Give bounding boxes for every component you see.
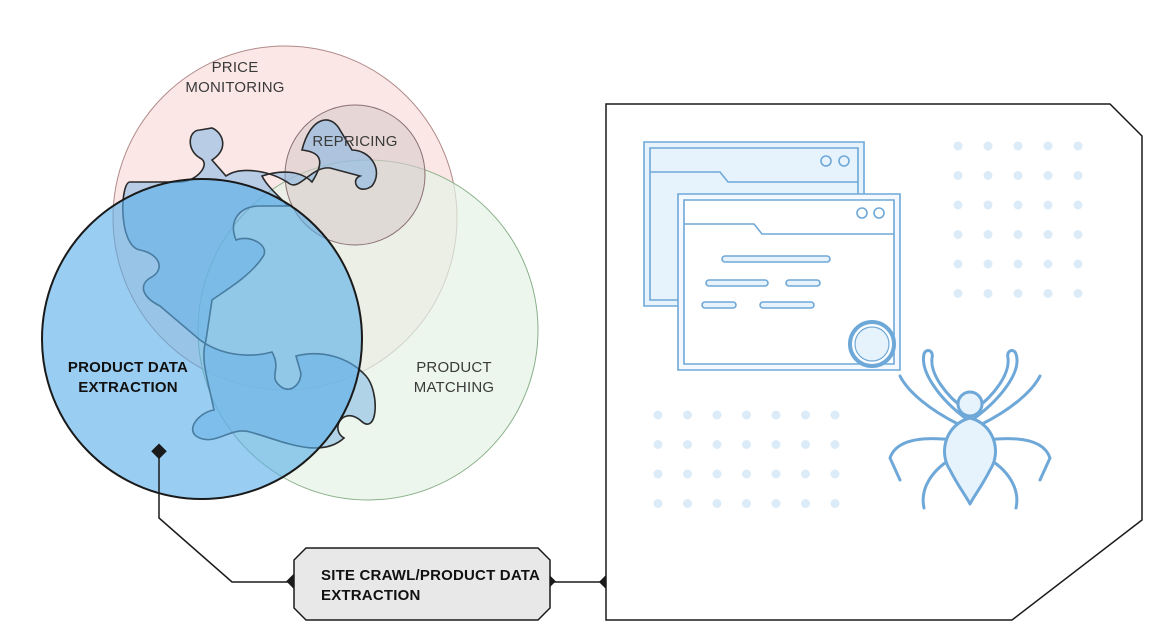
grid-dot	[953, 171, 963, 180]
label-line: SITE CRAWL/PRODUCT DATA	[321, 567, 541, 584]
spider-icon	[888, 349, 1052, 510]
label-site-crawl: SITE CRAWL/PRODUCT DATA EXTRACTION	[321, 566, 541, 606]
label-line: EXTRACTION	[321, 587, 421, 604]
grid-dot	[830, 469, 840, 479]
grid-dot	[1073, 289, 1083, 298]
label-line: MONITORING	[185, 79, 285, 96]
grid-dot	[1013, 259, 1023, 269]
label-product-matching: PRODUCT MATCHING	[394, 358, 514, 398]
grid-dot	[1013, 200, 1023, 210]
grid-dot	[1043, 230, 1053, 239]
grid-dot	[683, 410, 692, 420]
label-product-data-extraction: PRODUCT DATA EXTRACTION	[58, 358, 198, 398]
grid-dot	[712, 410, 722, 420]
grid-dot	[683, 469, 692, 479]
grid-dot	[983, 230, 993, 239]
grid-dot	[801, 440, 810, 449]
connector-diamond-start	[151, 443, 167, 460]
label-line: MATCHING	[413, 379, 495, 396]
grid-dot	[1043, 171, 1053, 180]
dot-grid-icon	[653, 141, 1083, 508]
product-data-extraction-circle	[41, 178, 363, 500]
grid-dot	[771, 440, 781, 449]
search-magnifier-icon	[848, 320, 896, 368]
connector-line	[158, 452, 294, 583]
grid-dot	[983, 289, 993, 298]
grid-dot	[771, 499, 781, 508]
grid-dot	[983, 200, 993, 210]
grid-dot	[1013, 230, 1023, 239]
grid-dot	[742, 410, 751, 420]
grid-dot	[683, 499, 692, 508]
grid-dot	[712, 469, 722, 479]
grid-dot	[830, 440, 840, 449]
grid-dot	[1013, 289, 1023, 298]
grid-dot	[742, 440, 751, 449]
grid-dot	[653, 469, 663, 479]
grid-dot	[1013, 141, 1023, 151]
grid-dot	[742, 499, 751, 508]
grid-dot	[1043, 259, 1053, 269]
grid-dot	[830, 499, 840, 508]
grid-dot	[742, 469, 751, 479]
label-price-monitoring: PRICE MONITORING	[170, 58, 300, 98]
grid-dot	[801, 410, 810, 420]
label-repricing: REPRICING	[300, 132, 410, 152]
grid-dot	[1073, 200, 1083, 210]
grid-dot	[653, 410, 663, 420]
grid-dot	[1043, 200, 1053, 210]
label-line: REPRICING	[312, 133, 398, 150]
grid-dot	[830, 410, 840, 420]
grid-dot	[953, 259, 963, 269]
label-line: PRICE	[211, 59, 259, 76]
grid-dot	[683, 440, 692, 449]
grid-dot	[953, 289, 963, 298]
grid-dot	[1043, 289, 1053, 298]
grid-dot	[1043, 141, 1053, 151]
grid-dot	[771, 469, 781, 479]
grid-dot	[771, 410, 781, 420]
grid-dot	[712, 499, 722, 508]
label-line: PRODUCT DATA	[67, 359, 189, 376]
grid-dot	[801, 499, 810, 508]
grid-dot	[653, 440, 663, 449]
grid-dot	[983, 141, 993, 151]
grid-dot	[712, 440, 722, 449]
grid-dot	[953, 230, 963, 239]
browser-window-front-icon	[677, 193, 901, 371]
grid-dot	[801, 469, 810, 479]
grid-dot	[953, 200, 963, 210]
grid-dot	[953, 141, 963, 151]
grid-dot	[1073, 230, 1083, 239]
grid-dot	[1073, 171, 1083, 180]
grid-dot	[983, 259, 993, 269]
grid-dot	[1013, 171, 1023, 180]
site-crawl-box	[293, 547, 551, 621]
grid-dot	[983, 171, 993, 180]
grid-dot	[653, 499, 663, 508]
label-line: PRODUCT	[416, 359, 492, 376]
label-line: EXTRACTION	[78, 379, 178, 396]
grid-dot	[1073, 259, 1083, 269]
grid-dot	[1073, 141, 1083, 151]
